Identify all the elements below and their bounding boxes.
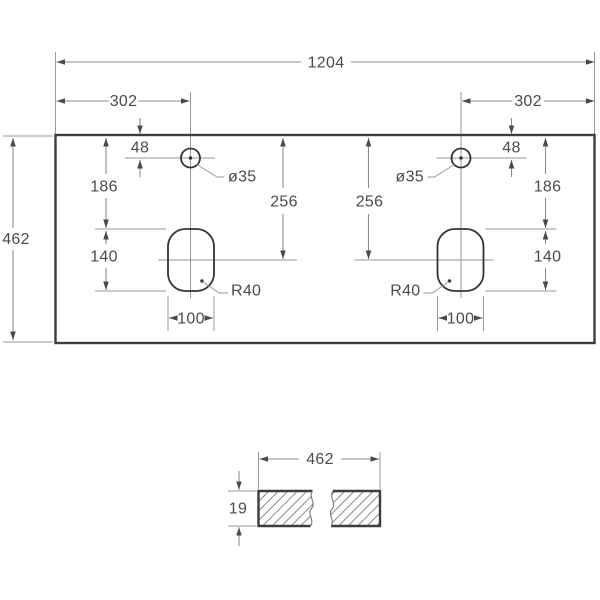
break-line-left <box>309 490 314 527</box>
cutout-right <box>436 228 485 292</box>
dim-hole-offset-left: 48 <box>131 118 149 177</box>
countertop-outline <box>54 133 596 345</box>
dim-overall-width-label: 1204 <box>308 55 345 72</box>
cutout-left <box>167 228 215 292</box>
dim-section-depth: 462 <box>258 451 381 489</box>
dim-cutout-width-right: 100 <box>438 311 483 328</box>
dim-cutout-width-left-label: 100 <box>177 311 205 328</box>
label-hole-diameter-left: ø35 <box>196 164 256 186</box>
dim-hole-offset-right: 48 <box>502 118 520 177</box>
dim-cutout-height-right-label: 140 <box>534 249 562 266</box>
dim-cutout-top-offset-right-label: 186 <box>534 179 562 196</box>
dim-cutout-top-offset-right: 186 <box>534 138 562 228</box>
label-hole-diameter-right: ø35 <box>396 164 455 186</box>
faucet-hole-left <box>180 147 201 169</box>
section-view: 462 19 <box>228 451 382 546</box>
section-body <box>257 489 382 528</box>
dim-side-offset-left-label: 302 <box>110 93 138 110</box>
dim-overall-depth-label: 462 <box>2 231 30 248</box>
label-corner-radius-right: R40 <box>390 279 452 300</box>
label-corner-radius-right-text: R40 <box>390 283 420 300</box>
dim-cutout-height-right: 140 <box>534 231 562 290</box>
dim-cutout-height-left-label: 140 <box>90 249 118 266</box>
dim-cutout-top-offset-left-label: 186 <box>90 179 118 196</box>
dim-cutout-center-left-label: 256 <box>270 194 298 211</box>
dim-side-offset-right-label: 302 <box>514 93 542 110</box>
dim-cutout-top-offset-left: 186 <box>90 138 118 228</box>
dim-overall-depth: 462 <box>2 138 30 340</box>
dim-cutout-center-right: 256 <box>356 138 384 259</box>
label-corner-radius-left: R40 <box>200 279 261 300</box>
dim-section-depth-label: 462 <box>306 451 334 468</box>
dim-cutout-center-left: 256 <box>270 138 298 259</box>
dim-thickness-label: 19 <box>229 501 247 518</box>
dim-hole-offset-left-label: 48 <box>131 140 149 157</box>
dim-cutout-height-left: 140 <box>90 231 118 290</box>
label-hole-diameter-right-text: ø35 <box>396 169 424 186</box>
dim-cutout-center-right-label: 256 <box>356 194 384 211</box>
dim-cutout-width-right-label: 100 <box>447 311 475 328</box>
plan-view: 1204 302 302 462 48 48 <box>2 52 596 345</box>
dim-hole-offset-right-label: 48 <box>502 140 520 157</box>
dim-thickness: 19 <box>228 471 257 546</box>
label-hole-diameter-left-text: ø35 <box>228 169 256 186</box>
faucet-hole-right <box>450 147 472 169</box>
dim-side-offset-right: 302 <box>462 93 595 110</box>
dim-side-offset-left: 302 <box>56 93 190 110</box>
label-corner-radius-left-text: R40 <box>231 283 261 300</box>
dim-cutout-width-left: 100 <box>169 311 213 328</box>
break-line-right <box>329 490 335 527</box>
extension-lines <box>3 52 595 343</box>
dim-overall-width: 1204 <box>56 55 595 72</box>
